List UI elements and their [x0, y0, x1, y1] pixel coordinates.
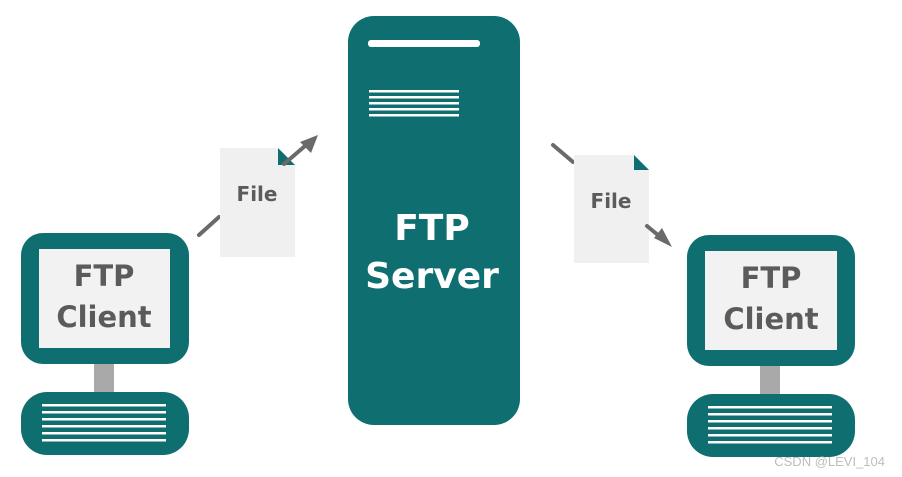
file-transfer-right: File: [551, 143, 672, 263]
server-vent-lines: [369, 90, 459, 117]
server-body: [348, 16, 520, 425]
client-right-keyboard-lines: [708, 406, 832, 444]
arrow-left-head: [300, 135, 318, 153]
client-left-screen: [39, 249, 170, 348]
arrow-left-tail: [197, 215, 221, 237]
ftp-server: FTP Server: [348, 16, 520, 425]
arrow-right-head: [654, 228, 672, 247]
client-left-label-line2: Client: [56, 300, 151, 334]
arrow-right-tail: [551, 143, 575, 164]
watermark-text: CSDN @LEVI_104: [774, 454, 885, 469]
file-left-label: File: [237, 182, 278, 206]
document-corner-fold: [634, 155, 649, 170]
document-icon: [574, 155, 649, 263]
file-transfer-left: File: [197, 135, 318, 257]
client-right-stand: [760, 366, 780, 396]
client-right-label-line2: Client: [723, 302, 818, 336]
server-top-slot: [368, 40, 480, 47]
client-right-label-line1: FTP: [741, 261, 802, 295]
client-left-stand: [94, 364, 114, 394]
file-right-label: File: [591, 189, 632, 213]
ftp-client-right: FTP Client: [687, 235, 855, 457]
client-left-label-line1: FTP: [74, 259, 135, 293]
client-left-keyboard-lines: [42, 404, 166, 442]
client-right-screen: [705, 251, 837, 350]
document-icon: [220, 148, 295, 257]
client-right-base: [687, 394, 855, 457]
client-left-base: [21, 392, 189, 455]
ftp-client-left: FTP Client: [21, 233, 189, 455]
server-label-line2: Server: [365, 256, 499, 297]
server-label-line1: FTP: [394, 208, 470, 249]
